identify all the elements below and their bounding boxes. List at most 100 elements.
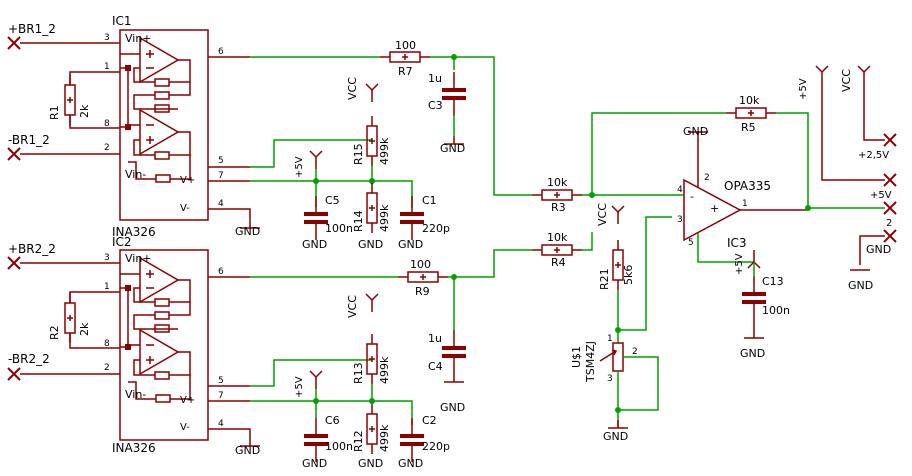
ic1-pin-vp-label: V+ [180,175,195,186]
br1p-terminal[interactable] [7,36,21,50]
p5v-terminal[interactable] [883,173,897,187]
ic1-pin1: 1 [104,62,110,72]
c3-name: C3 [428,99,443,112]
r2-value: 2k [78,322,91,336]
u1-name: U$1 [570,346,583,368]
p5v-right-label: +5V [798,78,809,100]
u1-trimpot[interactable] [599,342,624,372]
r1-value: 2k [78,104,91,118]
gnd-pot-label: GND [603,430,628,443]
vcc-r21 [611,205,625,225]
ic3-pin3: 3 [677,215,683,225]
ic2-name: IC2 [112,235,132,249]
r7-resistor[interactable] [379,51,431,63]
r7-value: 100 [395,39,416,52]
vcc-right [857,65,871,85]
r13-resistor[interactable] [366,333,378,385]
p25v-terminal[interactable] [883,133,897,147]
r13-name: R13 [352,362,365,384]
gnd-terminal[interactable] [883,229,897,243]
r14-name: R14 [352,210,365,232]
r21-name: R21 [598,268,611,290]
p5v-terminal-label: +5V [870,190,892,201]
br2m-label: -BR2_2 [8,352,50,366]
ic1-pin5: 5 [218,156,224,166]
r1-resistor[interactable] [64,74,76,126]
ic1-pin7: 7 [218,171,224,181]
r5-value: 10k [739,94,760,107]
r5-name: R5 [741,121,756,134]
out-terminal[interactable] [883,201,897,215]
r3-value: 10k [547,176,568,189]
c13-name: C13 [762,275,784,288]
r2-resistor[interactable] [64,292,76,344]
ic1-pin-vinm-label: Vin- [125,168,146,181]
c4-capacitor[interactable] [441,329,467,375]
ic1-pin4: 4 [218,199,224,209]
c6-name: C6 [325,414,340,427]
ic1-pin2: 2 [104,143,110,153]
vcc-r15 [365,83,379,103]
u1-pin1: 1 [607,334,613,344]
c4-value: 1u [428,332,442,345]
br2m-terminal[interactable] [7,367,21,381]
r4-value: 10k [547,231,568,244]
ic1-pin6: 6 [218,47,224,57]
vcc-right-label: VCC [840,69,853,92]
p5v-ic3-label: +5V [734,253,745,275]
r9-resistor[interactable] [397,271,449,283]
gnd-c4-label: GND [440,401,465,414]
gnd-terminal-label: GND [866,243,891,256]
p25v-label: +2,5V [858,150,889,161]
br1m-terminal[interactable] [7,147,21,161]
ic1-pin3: 3 [104,33,110,43]
r12-name: R12 [352,430,365,452]
vcc-r13 [365,293,379,313]
p5v-ic2-label: +5V [294,376,305,398]
u1-pin3: 3 [607,374,613,384]
c3-value: 1u [428,72,442,85]
ic3-pin2: 2 [704,173,710,183]
r21-value: 5k6 [622,265,635,285]
c2-value: 220p [422,440,450,453]
ic3-pin4: 4 [677,185,683,195]
m2-label: 2 [886,218,892,229]
c6-value: 100n [325,440,353,453]
r1-name: R1 [48,105,61,120]
ic2-ina326[interactable] [119,249,209,441]
ic2-pin-vinp-label: Vin+ [125,252,152,265]
ic3-part: OPA335 [724,179,771,193]
c13-value: 100n [762,304,790,317]
vcc-r15-label: VCC [346,77,359,100]
c2-name: C2 [422,414,437,427]
c1-capacitor[interactable] [399,195,425,241]
u1-pin2: 2 [632,347,638,357]
r5-resistor[interactable] [725,107,777,119]
c2-capacitor[interactable] [399,417,425,463]
p5v-ic1 [309,150,323,170]
p5v-ic2 [309,370,323,390]
ic2-pin7: 7 [218,391,224,401]
ic2-pin-vm-label: V- [180,422,190,433]
gnd-ic1-label: GND [235,225,260,238]
r15-resistor[interactable] [366,115,378,167]
r3-resistor[interactable] [531,189,583,201]
c5-name: C5 [325,194,340,207]
c5-value: 100n [325,222,353,235]
c3-capacitor[interactable] [441,71,467,117]
r9-value: 100 [410,258,431,271]
ic3-opamp[interactable] [683,178,742,242]
ic1-ina326[interactable] [119,29,209,221]
ic2-pin1: 1 [104,282,110,292]
r12-resistor[interactable] [366,403,378,455]
br2p-label: +BR2_2 [8,242,56,256]
ic1-pin-vinp-label: Vin+ [125,32,152,45]
c4-name: C4 [428,360,443,373]
r4-resistor[interactable] [531,244,583,256]
r14-resistor[interactable] [366,182,378,234]
ic1-pin-vm-label: V- [180,203,190,214]
ic2-pin3: 3 [104,253,110,263]
br2p-terminal[interactable] [7,256,21,270]
ic2-pin2: 2 [104,363,110,373]
